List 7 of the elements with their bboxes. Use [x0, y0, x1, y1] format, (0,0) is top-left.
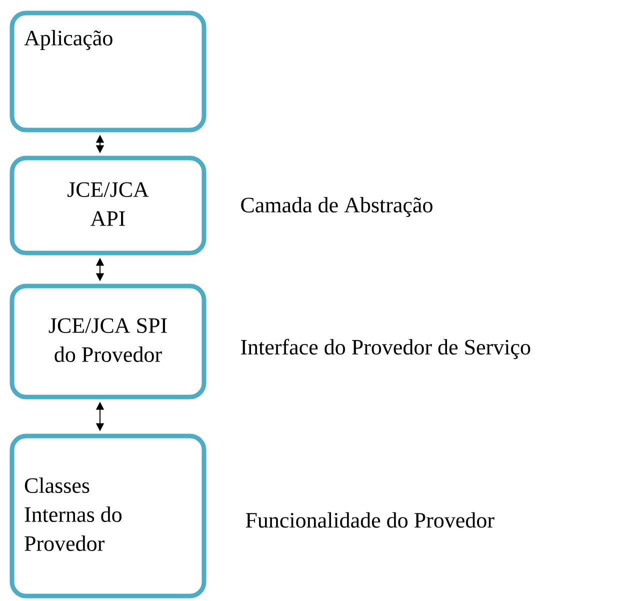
process-box: Classes Internas do Provedor	[10, 434, 206, 598]
process-box: JCE/JCA API	[10, 156, 206, 256]
side-label: Interface do Provedor de Serviço	[241, 338, 530, 360]
side-label: Camada de Abstração	[241, 197, 432, 217]
side-label: Funcionalidade do Provedor	[246, 512, 494, 528]
process-box: Aplicação	[10, 10, 206, 132]
process-box: JCE/JCA SPI do Provedor	[10, 284, 206, 400]
